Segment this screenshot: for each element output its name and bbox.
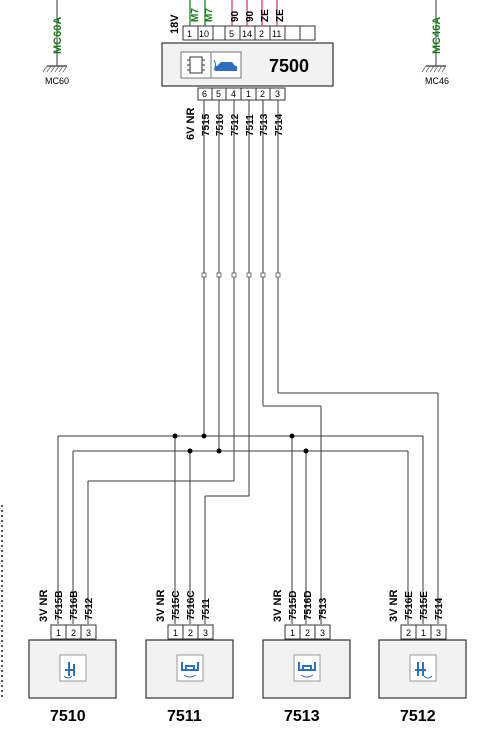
sensor-7510-pin-1: 1 [56,628,61,638]
sensor-7513-connector-label: 3V NR [272,590,284,622]
sensor-7511-pin-3: 3 [203,628,208,638]
sensor-7510-wire-1: 7515B [54,591,65,620]
sensor-7511-wire-1: 7515C [171,591,182,620]
sensor-7513-wire-1: 7515D [288,591,299,620]
sensor-7513-pin-2: 2 [305,628,310,638]
ecu-wire-7513: 7513 [259,113,270,136]
ecu-bottom-connector: 6 5 4 1 2 3 6V NR 7515 7516 7512 7511 75… [185,87,286,140]
ecu-top-pin-3: 5 [229,29,234,39]
sensor-7513-wire-2: 7516D [303,591,314,620]
ground-mc60-wire-label: MC60A [52,17,64,54]
ecu-top-connector: 18V 1 10 5 14 2 11 M7 M7 90 90 ZE ZE [169,0,316,41]
ecu-wire-7512: 7512 [230,113,241,136]
ecu-bottom-pin-3: 4 [231,89,236,99]
sensor-7512-pin-2: 1 [421,628,426,638]
sensor-7512-wire-3: 7514 [434,597,445,620]
wiring-harness [57,100,439,624]
chip-icon [187,56,205,74]
ecu-7500[interactable]: 7500 [161,42,334,87]
sensor-7513-wire-3: 7513 [318,597,329,620]
sensor-7512-pin-3: 3 [436,628,441,638]
ground-mc46-wire-label: MC46A [431,17,443,54]
parking-sensor-icon [293,654,321,682]
sensor-7512-pin-1: 2 [406,628,411,638]
sensor-7510-wire-3: 7512 [84,597,95,620]
ecu-wire-7511: 7511 [245,114,256,136]
ground-mc60-name: MC60 [45,76,69,86]
sensor-7510-id: 7510 [50,708,86,725]
sensor-7512[interactable]: 3V NR 7516E 7515E 7514 2 1 3 7512 [378,590,467,725]
ecu-top-wire-1: M7 [190,8,201,22]
parking-sensor-icon [59,654,87,682]
parking-sensor-icon [409,654,437,682]
ecu-top-wire-3: 90 [230,10,241,22]
sensor-7511-wire-2: 7516C [186,591,197,620]
ecu-bottom-pin-6: 3 [275,89,280,99]
sensor-7511-connector-label: 3V NR [155,590,167,622]
ecu-id: 7500 [269,56,309,76]
sensor-7511-pin-1: 1 [173,628,178,638]
ecu-top-wire-4: 90 [245,10,256,22]
sensor-7510-connector-label: 3V NR [38,590,50,622]
ground-mc46: MC46A MC46 [421,0,449,86]
ground-mc46-name: MC46 [425,76,449,86]
ecu-bottom-pin-2: 5 [216,89,221,99]
car-sensor-icon [213,59,237,71]
ecu-top-wire-5: ZE [260,9,271,22]
sensor-7511[interactable]: 3V NR 7515C 7516C 7511 1 2 3 7511 [145,590,234,725]
ecu-top-wire-2: M7 [204,8,215,22]
ecu-bottom-connector-label: 6V NR [185,108,197,140]
ecu-top-wire-6: ZE [275,9,286,22]
ecu-top-pin-2: 10 [199,29,209,39]
sensor-7511-id: 7511 [167,708,202,725]
sensor-7511-pin-2: 2 [188,628,193,638]
sensor-7513-pin-1: 1 [290,628,295,638]
sensor-7510-pin-3: 3 [86,628,91,638]
ecu-top-pin-4: 14 [242,29,252,39]
ecu-wire-7514: 7514 [274,113,285,136]
sensor-7513-pin-3: 3 [320,628,325,638]
sensor-7513[interactable]: 3V NR 7515D 7516D 7513 1 2 3 7513 [262,590,351,725]
sensor-7510-wire-2: 7516B [69,591,80,620]
ecu-top-pin-6: 11 [272,29,281,39]
sensor-7512-wire-1: 7516E [404,591,415,620]
parking-sensor-icon [176,654,204,682]
sensor-7512-id: 7512 [400,708,436,725]
ecu-bottom-pin-1: 6 [202,89,207,99]
ecu-bottom-pin-4: 1 [246,89,251,99]
ecu-wire-7516: 7516 [215,113,226,136]
ecu-top-connector-label: 18V [169,14,181,34]
ground-mc60: MC60A MC60 [42,0,69,86]
sensor-7510-pin-2: 2 [71,628,76,638]
sensor-7511-wire-3: 7511 [201,598,212,620]
ecu-wire-7515: 7515 [201,113,212,136]
sensor-7512-connector-label: 3V NR [388,590,400,622]
sensor-7510[interactable]: 3V NR 7515B 7516B 7512 1 2 3 7510 [28,590,117,725]
ecu-top-pin-1: 1 [187,29,192,39]
sensor-7513-id: 7513 [284,708,320,725]
ecu-bottom-pin-5: 2 [260,89,265,99]
sensor-7512-wire-2: 7515E [419,591,430,620]
ecu-top-pin-5: 2 [259,29,264,39]
